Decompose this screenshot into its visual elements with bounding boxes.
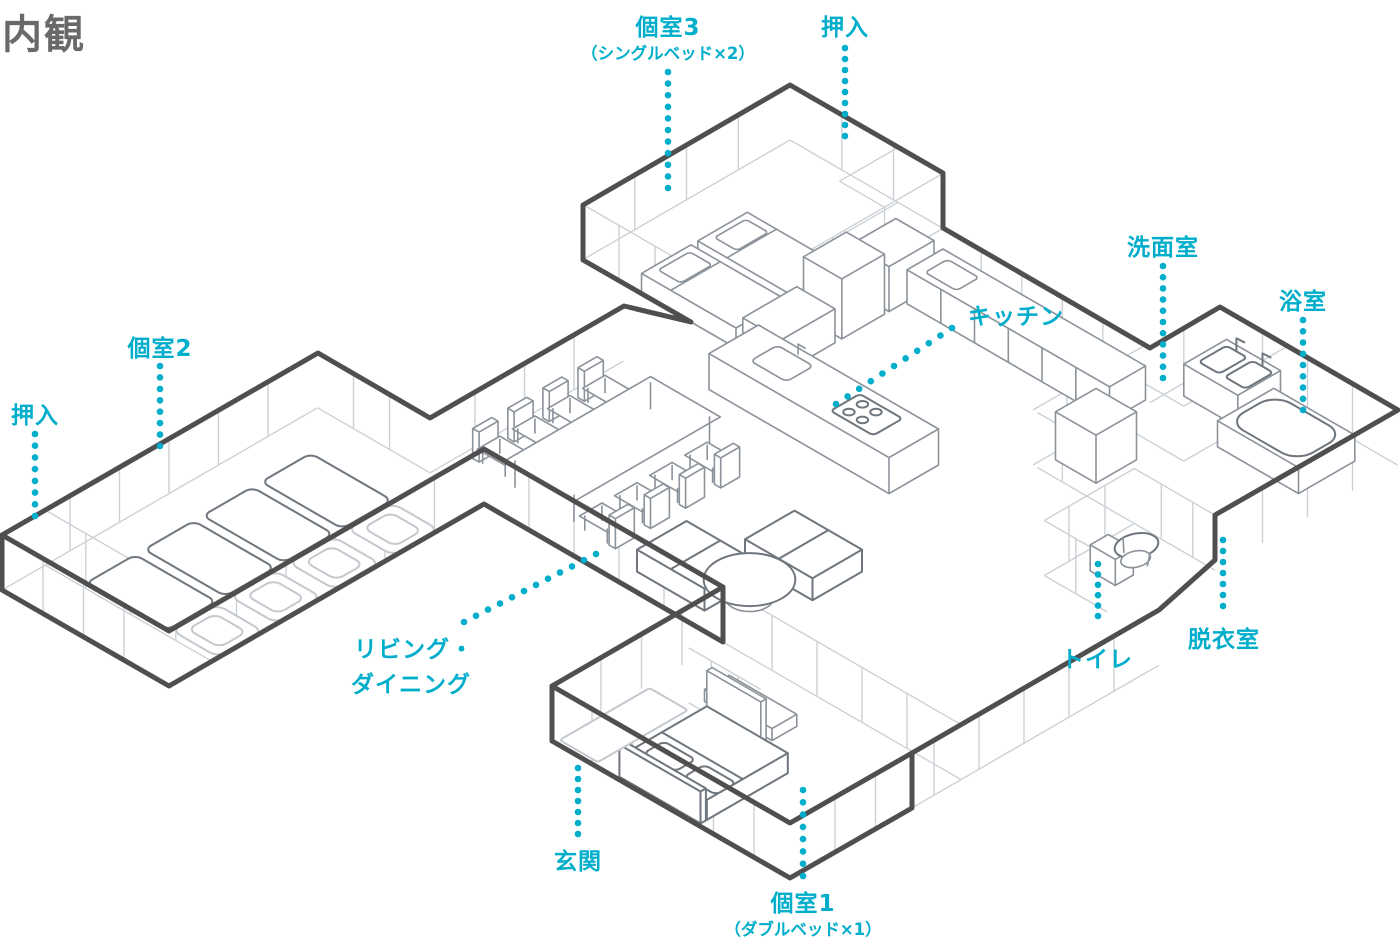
label-toilet: トイレ: [1061, 647, 1133, 673]
label-living-line1: リビング・: [354, 637, 474, 663]
furniture: [86, 212, 1355, 823]
chair-back: [713, 442, 741, 489]
label-kitchen: キッチン: [968, 304, 1064, 330]
label-room2: 個室2: [127, 336, 193, 362]
front-wall-top: [549, 683, 915, 826]
washing-machine: [1054, 387, 1138, 484]
label-washroom: 洗面室: [1127, 235, 1199, 261]
front-wall-top: [0, 446, 726, 634]
leader-lines: [31, 44, 1307, 880]
walls-outline: [0, 82, 1400, 881]
chair-back: [678, 462, 706, 509]
label-room1-note: （ダブルベッド×1）: [724, 920, 882, 939]
label-closet-top: 押入: [821, 15, 869, 41]
label-room1: 個室1: [770, 891, 836, 917]
label-bathroom: 浴室: [1279, 289, 1327, 315]
page-title: 内観: [2, 12, 86, 58]
label-room3-note: （シングルベッド×2）: [581, 44, 755, 63]
kitchen-island: [708, 324, 940, 495]
label-dressing-room: 脱衣室: [1188, 627, 1260, 653]
label-closet-left: 押入: [11, 403, 59, 429]
label-room3: 個室3: [635, 15, 701, 41]
label-living-line2: ダイニング: [351, 672, 471, 698]
chair-back: [643, 483, 671, 530]
label-entrance: 玄関: [554, 849, 602, 875]
